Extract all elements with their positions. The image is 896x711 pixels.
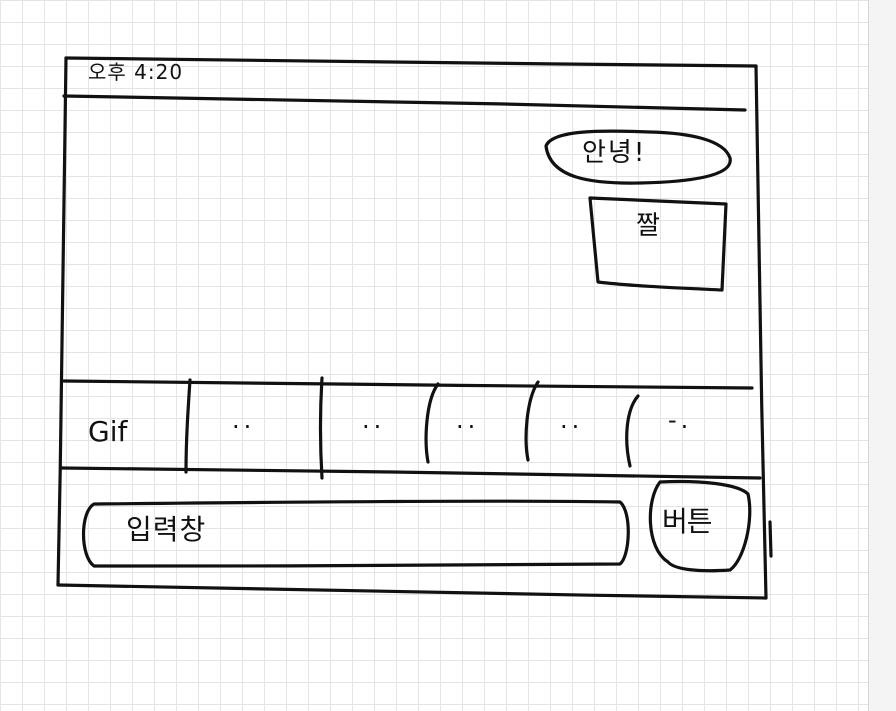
toolbar-bottom-divider bbox=[60, 466, 762, 480]
frame-right-tick bbox=[768, 520, 773, 558]
frame-right-edge bbox=[754, 64, 768, 600]
toolbar-item-3[interactable]: .. bbox=[362, 406, 386, 434]
send-button-outline bbox=[648, 479, 752, 573]
toolbar-item-6[interactable]: -. bbox=[668, 406, 693, 434]
toolbar-item-5[interactable]: .. bbox=[560, 406, 584, 434]
toolbar-separator-5 bbox=[625, 394, 640, 468]
status-time: 오후 4:20 bbox=[88, 60, 184, 84]
toolbar-separator-4 bbox=[524, 380, 540, 462]
toolbar-separator-3 bbox=[424, 382, 440, 464]
status-bar-divider bbox=[62, 94, 747, 112]
toolbar-item-2[interactable]: .. bbox=[232, 406, 256, 434]
photo-message-outline bbox=[588, 196, 728, 292]
frame-top-edge bbox=[64, 56, 758, 68]
input-field-outline bbox=[82, 499, 630, 568]
message-input[interactable]: 입력창 bbox=[126, 513, 207, 546]
message-bubble-outline bbox=[544, 129, 732, 185]
toolbar-separator-1 bbox=[184, 378, 192, 474]
toolbar-separator-2 bbox=[318, 376, 324, 480]
frame-bottom-edge bbox=[56, 583, 768, 600]
toolbar-top-divider bbox=[62, 379, 754, 390]
toolbar-item-4[interactable]: .. bbox=[456, 406, 480, 434]
frame-left-edge bbox=[56, 56, 68, 587]
message-bubble-text: 안녕! bbox=[582, 138, 647, 168]
send-button[interactable]: 버튼 bbox=[662, 505, 713, 538]
toolbar-item-gif[interactable]: Gif bbox=[88, 415, 128, 448]
photo-message-label: 짤 bbox=[636, 211, 660, 241]
canvas-edge bbox=[868, 0, 896, 711]
